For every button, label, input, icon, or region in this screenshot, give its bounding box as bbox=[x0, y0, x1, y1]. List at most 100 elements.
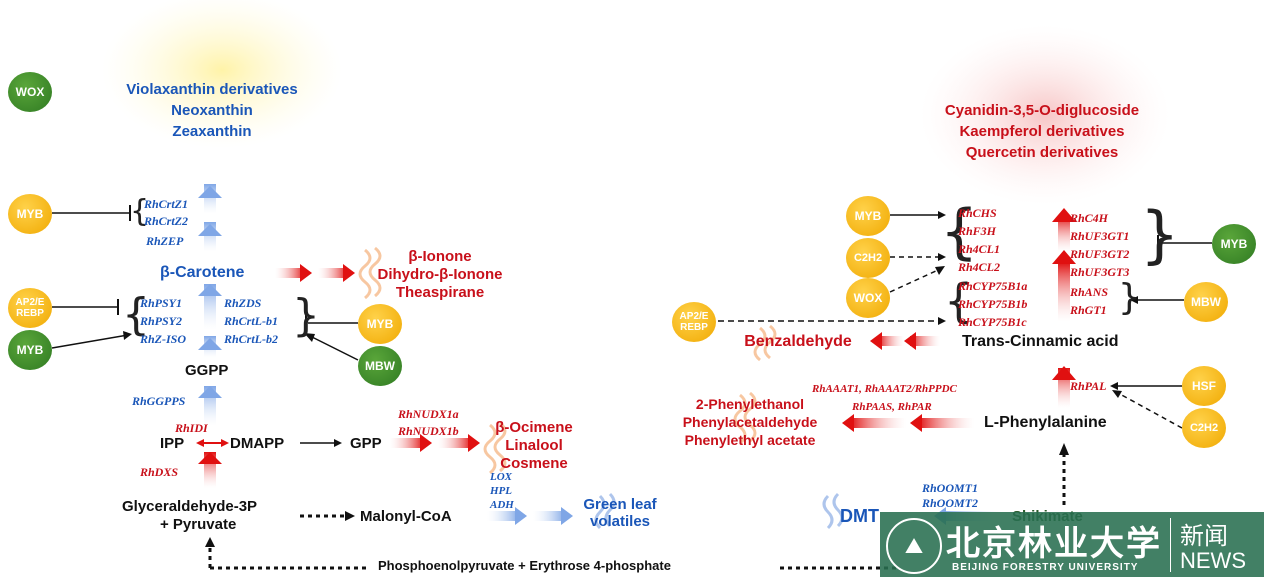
regulator-myb: MYB bbox=[358, 304, 402, 344]
metabolite-pyruvate: + Pyruvate bbox=[160, 516, 237, 533]
gene-rhz-iso: RhZ-ISO bbox=[140, 332, 187, 346]
gene-rhcrtl-b2: RhCrtL-b2 bbox=[224, 332, 279, 346]
regulator-hsf: HSF bbox=[1182, 366, 1226, 406]
gene-rhpsy1: RhPSY1 bbox=[140, 296, 183, 310]
product-zeaxanthin: Zeaxanthin bbox=[172, 123, 252, 140]
regulator-ap2-erebp: AP2/E REBP bbox=[8, 288, 52, 328]
gene-rhdxs: RhDXS bbox=[140, 465, 179, 479]
university-logo-bar: ⛰ 北京林业大学 BEIJING FORESTRY UNIVERSITY 新闻 … bbox=[880, 512, 1264, 577]
regulator-erebp-label: REBP bbox=[16, 308, 44, 319]
gene-rhcyp75b1a: RhCYP75B1a bbox=[958, 279, 1028, 293]
gene-rhgt1: RhGT1 bbox=[1070, 303, 1107, 317]
gene-rhzds: RhZDS bbox=[224, 296, 262, 310]
gene-rh4cl2: Rh4CL2 bbox=[958, 260, 1001, 274]
gene-brace: } bbox=[1118, 277, 1141, 318]
gene-rhidi: RhIDI bbox=[175, 421, 208, 435]
metabolite-beta-carotene: β-Carotene bbox=[160, 264, 245, 281]
gene-rhpal: RhPAL bbox=[1070, 379, 1107, 393]
gene-rhuf3gt2: RhUF3GT2 bbox=[1070, 247, 1130, 261]
gene-brace: } bbox=[292, 290, 320, 341]
regulator-myb: MYB bbox=[8, 194, 52, 234]
regulator-myb: MYB bbox=[846, 196, 890, 236]
metabolite-ipp: IPP bbox=[160, 435, 185, 452]
gene-rhcyp75b1b: RhCYP75B1b bbox=[958, 297, 1028, 311]
product-beta-ocimene: β-Ocimene bbox=[495, 419, 573, 436]
regulator-myb-green: MYB bbox=[1212, 224, 1256, 264]
gene-adh: ADH bbox=[490, 499, 514, 511]
gene-rhcrtz1: RhCrtZ1 bbox=[144, 197, 189, 211]
gene-rh4cl1: Rh4CL1 bbox=[958, 242, 1001, 256]
gene-rhuf3gt1: RhUF3GT1 bbox=[1070, 229, 1130, 243]
product-violaxanthin: Violaxanthin derivatives bbox=[126, 81, 298, 98]
gene-brace: { bbox=[130, 194, 150, 229]
regulator-mbw: MBW bbox=[358, 346, 402, 386]
regulator-erebp-label: REBP bbox=[680, 322, 708, 333]
product-dmt: DMT bbox=[840, 506, 879, 526]
product-cosmene: Cosmene bbox=[500, 455, 568, 472]
gene-hpl: HPL bbox=[490, 485, 512, 497]
yellow-flower-image bbox=[102, 0, 342, 148]
gene-rhf3h: RhF3H bbox=[958, 224, 997, 238]
gene-rhzep: RhZEP bbox=[146, 234, 184, 248]
gene-brace: { bbox=[940, 197, 979, 267]
gene-rhnudx1a: RhNUDX1a bbox=[398, 407, 459, 421]
gene-rhaaat: RhAAAT1, RhAAAT2/RhPPDC bbox=[812, 383, 957, 395]
gene-rhoomt2: RhOOMT2 bbox=[922, 496, 979, 510]
regulator-myb-green: MYB bbox=[8, 330, 52, 370]
regulator-ap2-erebp: AP2/E REBP bbox=[672, 302, 716, 342]
product-volatiles: volatiles bbox=[589, 513, 651, 530]
product-linalool: Linalool bbox=[505, 437, 563, 454]
gene-brace: { bbox=[122, 289, 150, 340]
metabolite-trans-cinnamic-acid: Trans-Cinnamic acid bbox=[962, 333, 1119, 350]
gene-brace: } bbox=[1140, 198, 1180, 271]
product-cyanidin: Cyanidin-3,5-O-diglucoside bbox=[944, 102, 1140, 119]
gene-brace: { bbox=[944, 274, 974, 328]
news-label-en: NEWS bbox=[1180, 548, 1246, 573]
scent-wave-decoration bbox=[358, 246, 777, 475]
gene-rhoomt1: RhOOMT1 bbox=[922, 481, 979, 495]
news-label-cn: 新闻 bbox=[1180, 522, 1228, 550]
product-neoxanthin: Neoxanthin bbox=[171, 102, 253, 119]
gene-rhpsy2: RhPSY2 bbox=[140, 314, 183, 328]
regulator-ap2-label: AP2/E bbox=[679, 311, 709, 322]
gene-rhcrtl-b1: RhCrtL-b1 bbox=[224, 314, 279, 328]
regulator-wox: WOX bbox=[846, 278, 890, 318]
product-green-leaf: Green leaf bbox=[583, 496, 657, 513]
regulator-c2h2: C2H2 bbox=[1182, 408, 1226, 448]
product-dihydro-beta-ionone: Dihydro-β-Ionone bbox=[377, 266, 503, 283]
gene-rhuf3gt3: RhUF3GT3 bbox=[1070, 265, 1130, 279]
product-phenylacetaldehyde: Phenylacetaldehyde bbox=[682, 414, 818, 430]
metabolite-malonyl-coa: Malonyl-CoA bbox=[360, 508, 452, 525]
gene-rhcyp75b1c: RhCYP75B1c bbox=[958, 315, 1027, 329]
product-benzaldehyde: Benzaldehyde bbox=[744, 333, 852, 350]
product-kaempferol: Kaempferol derivatives bbox=[959, 123, 1125, 140]
product-quercetin: Quercetin derivatives bbox=[965, 144, 1119, 161]
university-name-en: BEIJING FORESTRY UNIVERSITY bbox=[952, 562, 1139, 573]
metabolite-l-phenylalanine: L-Phenylalanine bbox=[984, 414, 1107, 431]
metabolite-glyceraldehyde: Glyceraldehyde-3P bbox=[122, 498, 258, 515]
red-flower-image bbox=[920, 25, 1170, 205]
regulator-ap2-label: AP2/E bbox=[15, 297, 45, 308]
gene-rhans: RhANS bbox=[1070, 285, 1109, 299]
product-theaspirane: Theaspirane bbox=[395, 284, 485, 301]
metabolite-dmapp: DMAPP bbox=[230, 435, 285, 452]
university-name-cn: 北京林业大学 bbox=[946, 524, 1162, 564]
gene-rhcrtz2: RhCrtZ2 bbox=[144, 214, 189, 228]
regulator-c2h2: C2H2 bbox=[846, 238, 890, 278]
product-beta-ionone: β-Ionone bbox=[408, 248, 472, 265]
regulator-wox: WOX bbox=[8, 72, 52, 112]
logo-divider bbox=[1170, 518, 1171, 572]
product-phenylethyl-acetate: Phenylethyl acetate bbox=[684, 432, 816, 448]
gene-lox: LOX bbox=[490, 471, 512, 483]
gene-rhnudx1b: RhNUDX1b bbox=[398, 424, 459, 438]
regulator-mbw: MBW bbox=[1184, 282, 1228, 322]
gene-rhggpps: RhGGPPS bbox=[132, 394, 186, 408]
gene-rhchs: RhCHS bbox=[958, 206, 997, 220]
gene-rhpaas: RhPAAS, RhPAR bbox=[852, 401, 932, 413]
gene-rhc4h: RhC4H bbox=[1070, 211, 1109, 225]
metabolite-pep: Phosphoenolpyruvate + Erythrose 4-phosph… bbox=[378, 558, 671, 573]
metabolite-gpp: GPP bbox=[350, 435, 382, 452]
metabolite-ggpp: GGPP bbox=[185, 362, 229, 379]
